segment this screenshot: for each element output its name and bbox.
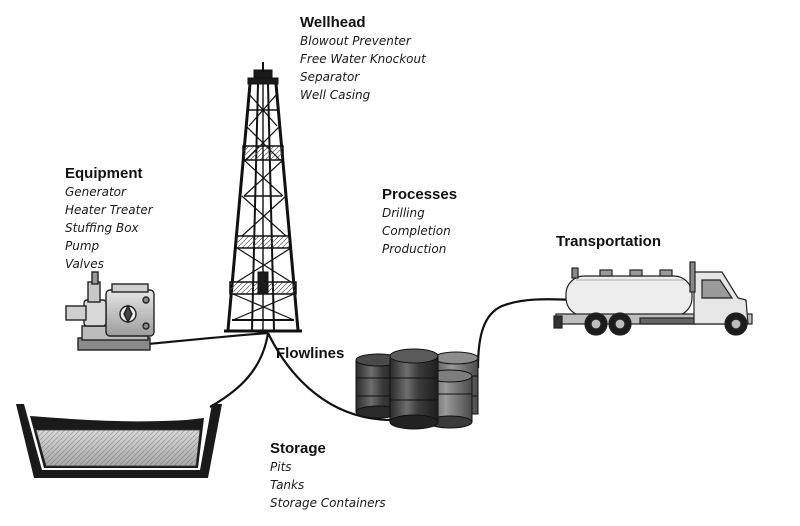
equipment-item: Heater Treater — [65, 203, 153, 217]
equipment-item: Stuffing Box — [65, 221, 139, 235]
equipment-item: Pump — [65, 239, 100, 253]
wellhead-item: Blowout Preventer — [300, 34, 411, 48]
equipment-heading: Equipment — [65, 165, 143, 182]
processes-group: Processes Drilling Completion Production — [382, 185, 457, 258]
processes-item: Production — [382, 242, 447, 256]
processes-item: Drilling — [382, 206, 425, 220]
storage-item: Tanks — [270, 478, 305, 492]
flowline-lines — [147, 298, 581, 422]
tanker-truck-icon — [553, 261, 753, 336]
storage-item: Storage Containers — [270, 496, 386, 510]
wellhead-item: Free Water Knockout — [300, 52, 426, 66]
flowlines-group: Flowlines — [276, 344, 344, 363]
equipment-item: Valves — [65, 257, 104, 271]
equipment-item: Generator — [65, 185, 126, 199]
wellhead-group: Wellhead Blowout Preventer Free Water Kn… — [300, 13, 426, 104]
equipment-group: Equipment Generator Heater Treater Stuff… — [65, 164, 153, 273]
barrels-icon — [355, 348, 479, 430]
storage-heading: Storage — [270, 440, 326, 457]
wellhead-item: Well Casing — [300, 88, 371, 102]
processes-heading: Processes — [382, 186, 458, 203]
flowlines-heading: Flowlines — [276, 345, 345, 362]
wellhead-heading: Wellhead — [300, 14, 366, 31]
wellhead-item: Separator — [300, 70, 360, 84]
pit-icon — [16, 404, 222, 478]
processes-item: Completion — [382, 224, 451, 238]
pump-icon — [65, 271, 155, 351]
transportation-heading: Transportation — [556, 233, 662, 250]
storage-item: Pits — [270, 460, 292, 474]
storage-group: Storage Pits Tanks Storage Containers — [270, 439, 386, 512]
transportation-group: Transportation — [556, 232, 661, 251]
derrick-icon — [224, 62, 302, 333]
